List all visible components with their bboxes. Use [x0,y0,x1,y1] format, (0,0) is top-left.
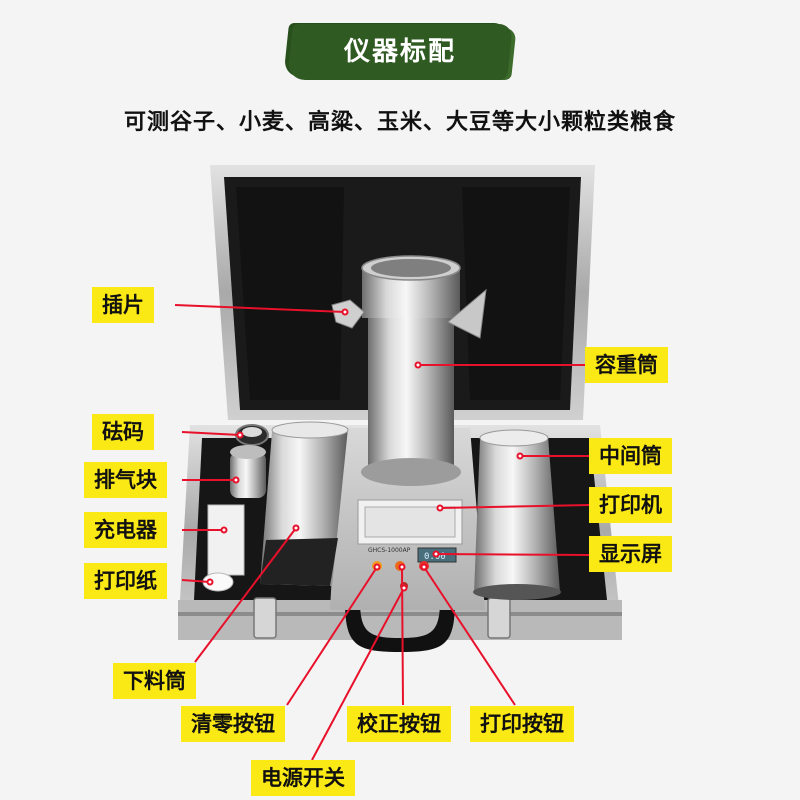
label-weight: 砝码 [92,414,154,450]
right-latch [487,597,511,639]
label-exhaust-block: 排气块 [84,462,167,498]
label-middle-cylinder: 中间筒 [589,438,672,474]
label-printer: 打印机 [589,487,672,523]
label-zero-button: 清零按钮 [181,706,285,742]
label-feed-cylinder: 下料筒 [113,663,196,699]
page-subtitle: 可测谷子、小麦、高粱、玉米、大豆等大小颗粒类粮食 [123,110,676,135]
label-charger: 充电器 [84,512,167,548]
charger-item [207,504,245,576]
leader-lines [174,304,591,761]
volume-cylinder [331,255,487,486]
label-display-screen: 显示屏 [589,536,672,572]
exhaust-block-item [230,445,266,498]
page-title: 仪器标配 [343,37,456,67]
label-volume-cylinder: 容重筒 [585,347,668,383]
label-print-button: 打印按钮 [470,706,574,742]
insert-piece-plate [447,288,487,339]
label-power-switch: 电源开关 [251,760,355,796]
case-handle [345,600,455,652]
label-insert-piece: 插片 [92,287,154,323]
label-calibrate-button: 校正按钮 [347,706,451,742]
label-print-paper: 打印纸 [84,563,167,599]
left-latch [253,597,277,639]
instrument-model-text: GHCS-1000AP [368,547,411,554]
